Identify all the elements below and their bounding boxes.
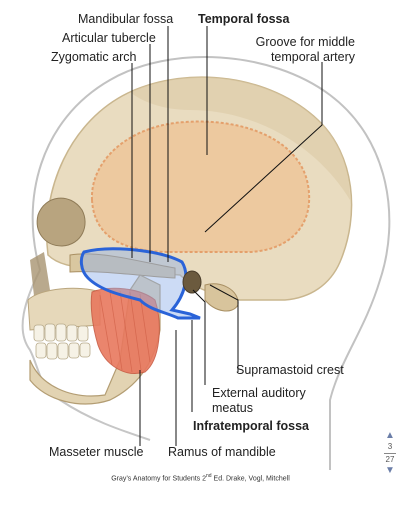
label-external-auditory-line1: External auditory (212, 386, 306, 400)
cranium-shading (130, 77, 350, 200)
label-infratemporal-fossa: Infratemporal fossa (193, 419, 310, 433)
label-mandibular-fossa: Mandibular fossa (78, 12, 174, 26)
pager-total: 27 (385, 455, 395, 464)
label-articular-tubercle: Articular tubercle (62, 31, 156, 45)
caption-prefix: Gray’s Anatomy for Students 2 (111, 475, 207, 483)
triangle-up-icon[interactable]: ▲ (385, 430, 395, 441)
figure-caption: Gray’s Anatomy for Students 2nd Ed. Drak… (0, 473, 401, 482)
head-outline (31, 56, 391, 470)
caption-suffix: Ed. Drake, Vogl, Mitchell (211, 475, 290, 483)
label-external-auditory-line2: meatus (212, 401, 253, 415)
external-auditory-meatus (182, 270, 202, 294)
label-supramastoid-crest: Supramastoid crest (236, 363, 344, 377)
nasal-cavity (30, 252, 50, 296)
masseter-fibers (99, 290, 151, 373)
label-groove-line2: temporal artery (270, 50, 355, 64)
pager-current: 3 (387, 442, 393, 451)
label-ramus-of-mandible: Ramus of mandible (168, 445, 276, 459)
pager-divider (384, 453, 396, 454)
label-groove-line1: Groove for middle (255, 35, 355, 49)
label-masseter-muscle: Masseter muscle (49, 445, 144, 459)
temporal-fossa-region (90, 120, 311, 253)
teeth (33, 323, 91, 360)
label-temporal-fossa: Temporal fossa (198, 12, 290, 26)
label-zygomatic-arch: Zygomatic arch (51, 50, 137, 64)
zygomatic-arch (69, 253, 176, 279)
infratemporal-fossa-outline (79, 247, 201, 320)
leader-lines (131, 26, 323, 446)
caption-superscript: nd (206, 473, 212, 479)
orbit (36, 197, 86, 247)
triangle-down-icon[interactable]: ▼ (385, 465, 395, 476)
slide-pager: ▲ 3 27 ▼ (381, 430, 399, 496)
